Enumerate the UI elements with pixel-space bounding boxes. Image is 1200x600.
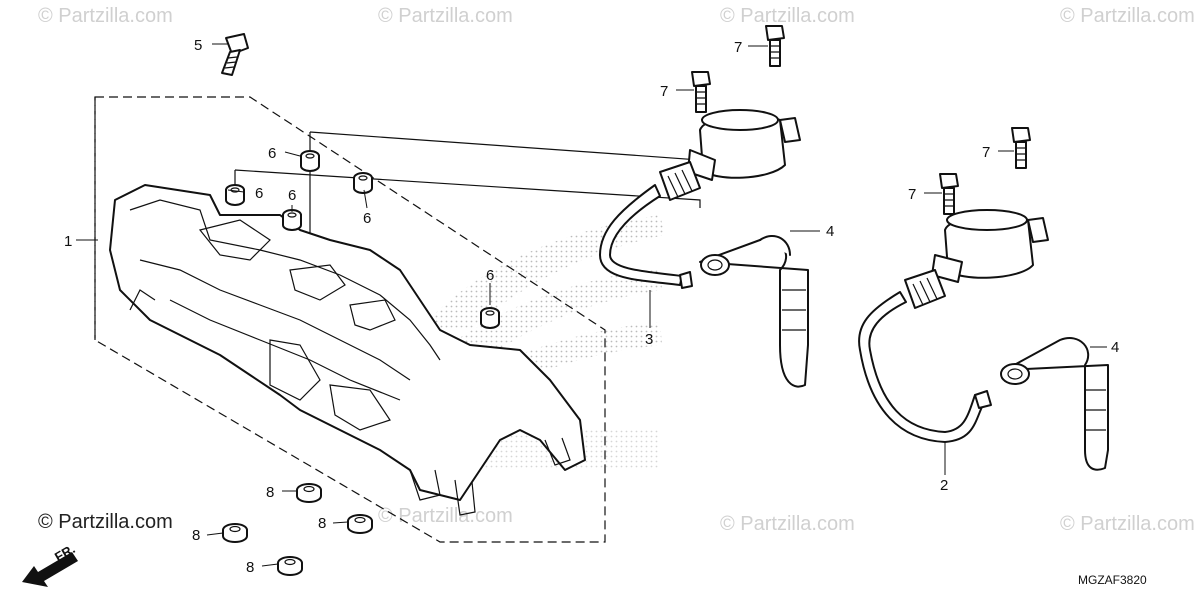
callout-7: 7 — [908, 186, 916, 203]
grommet-6 — [480, 307, 500, 329]
bolt-7 — [691, 71, 711, 113]
nut-8 — [347, 514, 373, 534]
bolt-5 — [221, 33, 249, 76]
nut-8 — [277, 556, 303, 576]
callout-2: 2 — [940, 477, 948, 494]
leader-lines — [76, 43, 1107, 567]
watermark: © Partzilla.com — [720, 5, 855, 27]
callout-4: 4 — [826, 223, 834, 240]
callout-3: 3 — [645, 331, 653, 348]
callout-8: 8 — [266, 484, 274, 501]
ignition-coil-bracket — [109, 184, 586, 516]
callout-7: 7 — [982, 144, 990, 161]
front-arrow-icon: FR. — [22, 541, 78, 587]
diagram-code: MGZAF3820 — [1078, 573, 1147, 587]
watermark: © Partzilla.com — [38, 5, 173, 27]
callout-4: 4 — [1111, 339, 1119, 356]
watermark: © Partzilla.com — [1060, 5, 1195, 27]
grommet-6 — [225, 184, 245, 206]
callout-6: 6 — [363, 210, 371, 227]
callout-5: 5 — [194, 37, 202, 54]
watermark: © Partzilla.com — [378, 505, 513, 527]
watermark-group: © Partzilla.com © Partzilla.com © Partzi… — [38, 5, 1195, 535]
watermark: © Partzilla.com — [720, 513, 855, 535]
callout-7: 7 — [734, 39, 742, 56]
nut-8 — [296, 483, 322, 503]
grommet-6 — [300, 150, 320, 172]
callout-6: 6 — [288, 187, 296, 204]
bolt-7 — [1011, 127, 1031, 169]
grommet-6 — [353, 172, 373, 194]
callout-1: 1 — [64, 233, 72, 250]
watermark: © Partzilla.com — [1060, 513, 1195, 535]
watermark: © Partzilla.com — [378, 5, 513, 27]
callout-6: 6 — [268, 145, 276, 162]
ignition-coil-3 — [599, 109, 801, 289]
callout-8: 8 — [192, 527, 200, 544]
partzilla-watermark: © Partzilla.com — [38, 511, 173, 533]
bolt-7 — [939, 173, 959, 215]
grommet-6 — [282, 209, 302, 231]
callouts: 5 7 7 7 7 6 6 6 6 6 1 4 4 3 2 8 8 8 8 — [64, 37, 1119, 576]
ignition-coil-2 — [858, 209, 1049, 443]
callout-6: 6 — [486, 267, 494, 284]
callout-7: 7 — [660, 83, 668, 100]
assembly-outline — [94, 96, 606, 543]
nut-8 — [222, 523, 248, 543]
callout-6: 6 — [255, 185, 263, 202]
callout-8: 8 — [246, 559, 254, 576]
plug-cap-4 — [699, 235, 809, 388]
plug-cap-4 — [1000, 337, 1109, 471]
callout-8: 8 — [318, 515, 326, 532]
bolt-7 — [765, 25, 785, 67]
